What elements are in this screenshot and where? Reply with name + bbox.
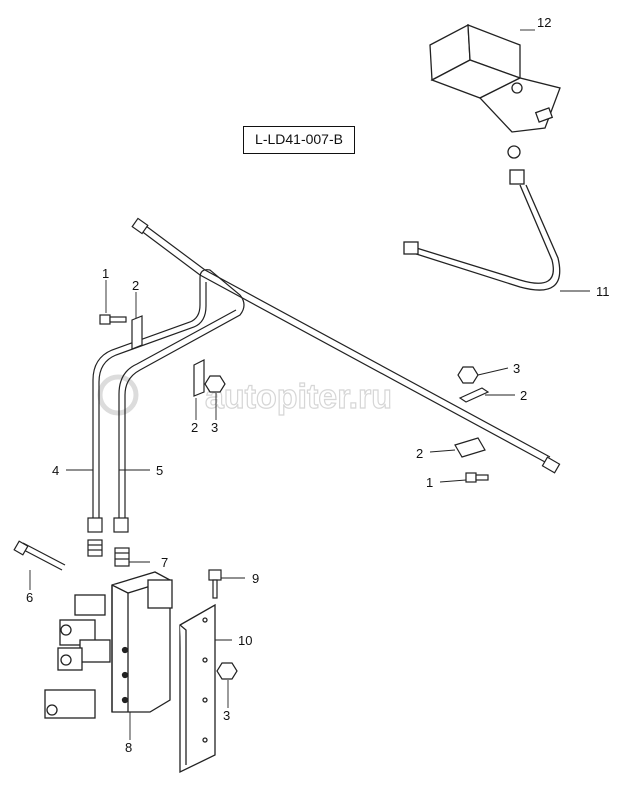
callout-5: 5 <box>156 463 163 478</box>
callout-3: 3 <box>223 708 230 723</box>
bracket-10 <box>179 603 216 774</box>
callout-3: 3 <box>211 420 218 435</box>
callout-7: 7 <box>161 555 168 570</box>
callout-11: 11 <box>596 284 610 299</box>
callout-2: 2 <box>191 420 198 435</box>
callout-12: 12 <box>537 15 551 30</box>
nuts-3 <box>204 366 479 680</box>
callout-1: 1 <box>102 266 109 281</box>
bolt-6 <box>13 540 66 571</box>
valve-block <box>44 571 173 719</box>
drawing-code-label: L-LD41-007-B <box>243 126 355 154</box>
callout-9: 9 <box>252 571 259 586</box>
callout-2: 2 <box>520 388 527 403</box>
callout-1: 1 <box>426 475 433 490</box>
callout-4: 4 <box>52 463 59 478</box>
callout-10: 10 <box>238 633 252 648</box>
callout-8: 8 <box>125 740 132 755</box>
pipe-5 <box>118 309 237 520</box>
fitting-7 <box>87 539 130 567</box>
callout-3: 3 <box>513 361 520 376</box>
watermark-text: autopiter.ru <box>205 378 392 416</box>
component-12 <box>429 23 561 159</box>
pipe-4 <box>92 269 245 520</box>
watermark: autopiter.ru <box>97 374 393 417</box>
callout-2: 2 <box>132 278 139 293</box>
clips-2 <box>131 315 490 458</box>
callout-2: 2 <box>416 446 423 461</box>
hose-11 <box>403 169 561 291</box>
callout-6: 6 <box>26 590 33 605</box>
leader-lines <box>29 29 590 740</box>
bolts-1 <box>99 314 489 483</box>
callout-labels: 1 2 2 3 4 5 6 7 8 9 10 3 3 2 2 1 11 12 <box>26 15 610 755</box>
bolt-9 <box>208 569 222 599</box>
pipe-nuts <box>87 517 129 533</box>
